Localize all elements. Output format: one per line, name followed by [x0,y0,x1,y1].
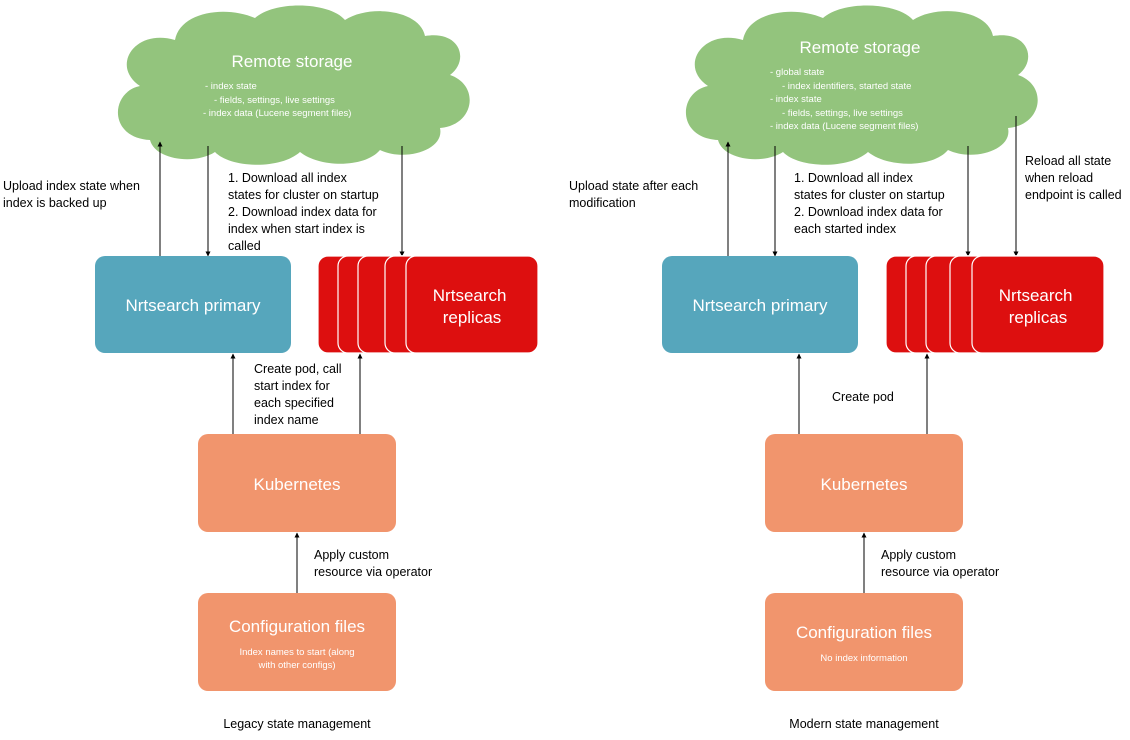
modern-upload-label: Upload state after each modification [569,179,702,210]
legacy-config-line-1: with other configs) [257,660,335,671]
legacy-apply-label: Apply custom resource via operator [314,548,432,579]
modern-config-line-0: No index information [820,653,907,664]
modern-cloud-line-2: - index state [770,94,822,105]
modern-cloud-line-4: - index data (Lucene segment files) [770,121,918,132]
legacy-caption: Legacy state management [223,717,371,731]
legacy-config-title: Configuration files [229,617,365,636]
modern-config-box: Configuration files No index information [765,593,963,691]
modern-apply-label: Apply custom resource via operator [881,548,999,579]
modern-cloud-line-0: - global state [770,67,824,78]
modern-download-label: 1. Download all index states for cluster… [794,171,948,236]
legacy-replicas-stack: Nrtsearch replicas [317,255,539,354]
legacy-panel: Remote storage - index state - fields, s… [3,5,539,731]
modern-replicas-stack: Nrtsearch replicas [885,255,1105,354]
modern-kubernetes-box: Kubernetes [765,434,963,532]
legacy-kubernetes-box: Kubernetes [198,434,396,532]
legacy-download-label: 1. Download all index states for cluster… [228,171,382,253]
legacy-config-line-0: Index names to start (along [239,647,354,658]
legacy-create-label: Create pod, call start index for each sp… [254,362,345,427]
legacy-upload-label: Upload index state when index is backed … [3,179,143,210]
modern-primary-box: Nrtsearch primary [662,256,858,353]
modern-cloud-shape [685,5,1038,165]
modern-primary-label: Nrtsearch primary [692,296,828,315]
modern-cloud-line-1: - index identifiers, started state [782,81,911,92]
modern-reload-label: Reload all state when reload endpoint is… [1024,154,1122,202]
legacy-cloud-title: Remote storage [232,52,353,71]
legacy-primary-label: Nrtsearch primary [125,296,261,315]
legacy-cloud-shape [117,5,470,165]
legacy-replicas-label: Nrtsearch replicas [433,286,511,327]
legacy-cloud-line-2: - index data (Lucene segment files) [203,108,351,119]
modern-create-label: Create pod [832,390,894,404]
modern-panel: Remote storage - global state - index id… [569,5,1122,731]
legacy-config-box: Configuration files Index names to start… [198,593,396,691]
modern-config-title: Configuration files [796,623,932,642]
legacy-primary-box: Nrtsearch primary [95,256,291,353]
modern-remote-storage-cloud: Remote storage - global state - index id… [685,5,1038,165]
legacy-kubernetes-label: Kubernetes [254,475,341,494]
modern-caption: Modern state management [789,717,939,731]
legacy-cloud-line-0: - index state [205,81,257,92]
modern-kubernetes-label: Kubernetes [821,475,908,494]
modern-cloud-line-3: - fields, settings, live settings [782,108,903,119]
modern-cloud-title: Remote storage [800,38,921,57]
modern-replicas-label: Nrtsearch replicas [999,286,1077,327]
legacy-remote-storage-cloud: Remote storage - index state - fields, s… [117,5,470,165]
legacy-cloud-line-1: - fields, settings, live settings [214,95,335,106]
